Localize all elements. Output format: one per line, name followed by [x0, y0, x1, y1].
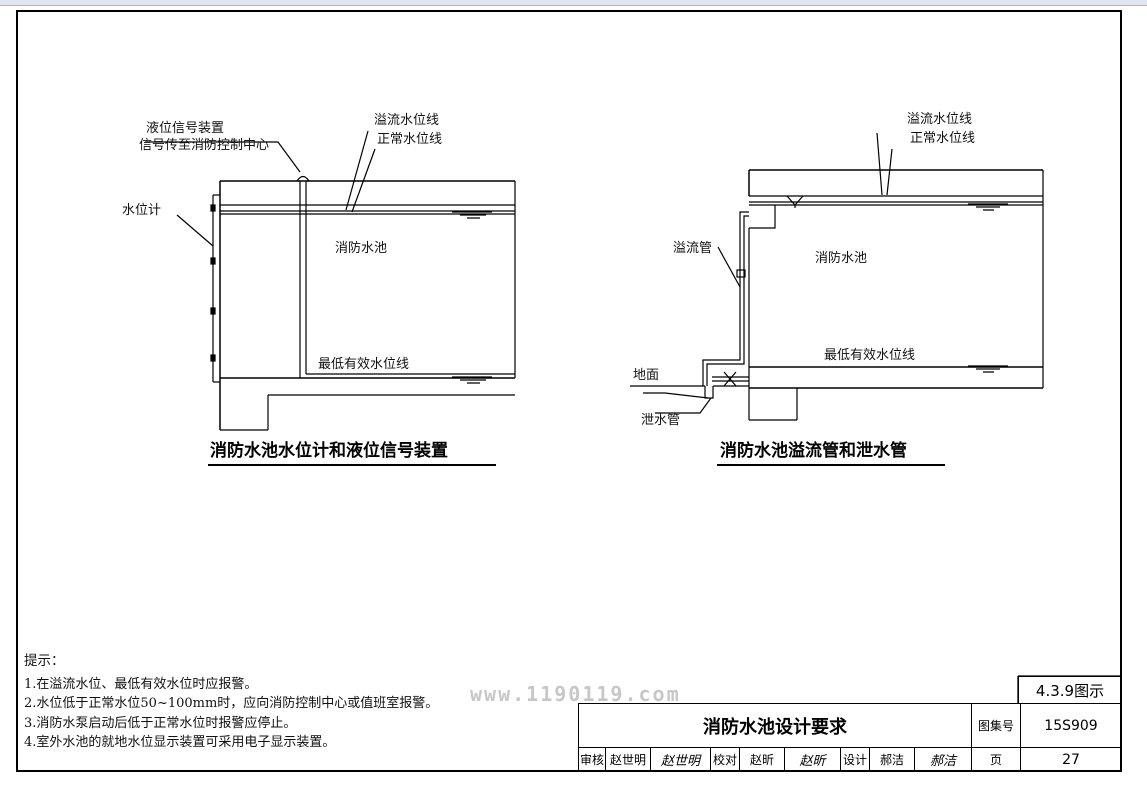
- label-min-level-left: 最低有效水位线: [318, 357, 410, 372]
- label-signal-to-center: 信号传至消防控制中心: [139, 138, 270, 153]
- window-top-bar: [0, 0, 1147, 6]
- label-drain-pipe: 泄水管: [641, 413, 681, 428]
- label-level-gauge: 水位计: [122, 203, 162, 218]
- design-label: 设计: [840, 747, 870, 772]
- drawing-title: 消防水池设计要求: [578, 703, 972, 748]
- label-ground: 地面: [633, 368, 660, 383]
- drawing-sheet: [16, 10, 1122, 772]
- atlas-number: 15S909: [1020, 703, 1122, 748]
- atlas-label: 图集号: [971, 703, 1021, 748]
- check-signature: 赵昕: [784, 747, 841, 772]
- label-normal-level-right: 正常水位线: [910, 131, 976, 146]
- label-overflow-level-left: 溢流水位线: [374, 113, 440, 128]
- review-signature: 赵世明: [650, 747, 711, 772]
- left-tank: [145, 130, 516, 431]
- notes-title: 提示：: [24, 653, 65, 669]
- note-item: 4.室外水池的就地水位显示装置可采用电子显示装置。: [24, 735, 336, 750]
- check-label: 校对: [710, 747, 740, 772]
- page-number: 27: [1020, 747, 1122, 772]
- label-signal-device: 液位信号装置: [146, 121, 225, 136]
- label-min-level-right: 最低有效水位线: [824, 348, 916, 363]
- note-item: 3.消防水泵启动后低于正常水位时报警应停止。: [24, 715, 297, 731]
- label-overflow-pipe: 溢流管: [673, 241, 713, 256]
- label-pool-left: 消防水池: [335, 241, 388, 256]
- caption-right-underline: [717, 464, 945, 466]
- caption-left: 消防水池水位计和液位信号装置: [210, 441, 448, 461]
- label-normal-level-left: 正常水位线: [377, 132, 443, 147]
- review-name: 赵世明: [605, 747, 651, 772]
- design-name: 郝洁: [869, 747, 915, 772]
- check-name: 赵昕: [739, 747, 785, 772]
- design-signature: 郝洁: [914, 747, 972, 772]
- label-pool-right: 消防水池: [815, 251, 868, 266]
- page-label: 页: [971, 747, 1021, 772]
- caption-right: 消防水池溢流管和泄水管: [720, 441, 907, 461]
- review-label: 审核: [578, 747, 606, 772]
- caption-left-underline: [208, 464, 496, 466]
- label-overflow-level-right: 溢流水位线: [907, 112, 973, 127]
- figure-number: 4.3.9图示: [1018, 676, 1122, 703]
- note-item: 1.在溢流水位、最低有效水位时应报警。: [24, 676, 258, 692]
- notes-block: 提示： 1.在溢流水位、最低有效水位时应报警。 2.水位低于正常水位50~100…: [24, 652, 438, 753]
- watermark: www.1190119.com: [470, 682, 681, 706]
- right-tank: [630, 132, 1044, 421]
- note-item: 2.水位低于正常水位50~100mm时，应向消防控制中心或值班室报警。: [24, 696, 439, 711]
